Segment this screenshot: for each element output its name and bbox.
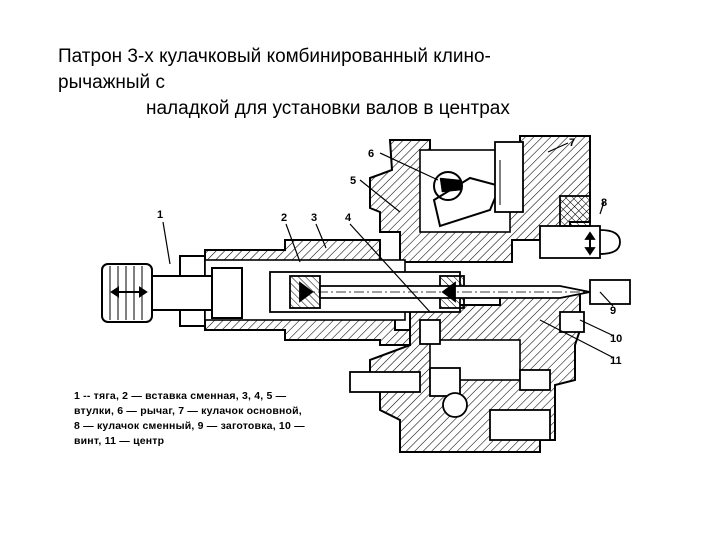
legend-line-4: винт, 11 — центр (74, 435, 165, 447)
callout-leaders (162, 142, 615, 359)
jaws (494, 141, 621, 259)
title-line-1: Патрон 3-х кулачковый комбинированный кл… (58, 46, 491, 67)
bore-cavity (204, 149, 521, 381)
sleeves-and-workpiece (269, 271, 631, 313)
legend-line-1: 1 -- тяга, 2 — вставка сменная, 3, 4, 5 … (74, 390, 287, 402)
callout-2: 2 (281, 212, 287, 224)
callout-10: 10 (610, 333, 622, 345)
callout-1: 1 (157, 209, 163, 221)
callout-labels: 1 2 3 4 5 6 7 8 9 10 11 (157, 137, 622, 367)
callout-4: 4 (345, 212, 352, 224)
legend-line-2: втулки, 6 — рычаг, 7 — кулачок основной, (74, 405, 302, 417)
callout-3: 3 (311, 212, 317, 224)
callout-5: 5 (350, 175, 356, 187)
callout-6: 6 (368, 148, 374, 160)
lower-details (349, 311, 585, 441)
callout-8: 8 (601, 197, 607, 209)
callout-9: 9 (610, 305, 616, 317)
draw-rod (101, 263, 243, 323)
legend-line-3: 8 — кулачок сменный, 9 — заготовка, 10 — (74, 420, 305, 432)
callout-7: 7 (569, 137, 575, 149)
callout-11: 11 (610, 355, 622, 367)
title-line-2: рычажный с (58, 72, 165, 93)
title-line-3: наладкой для установки валов в центрах (146, 98, 510, 119)
